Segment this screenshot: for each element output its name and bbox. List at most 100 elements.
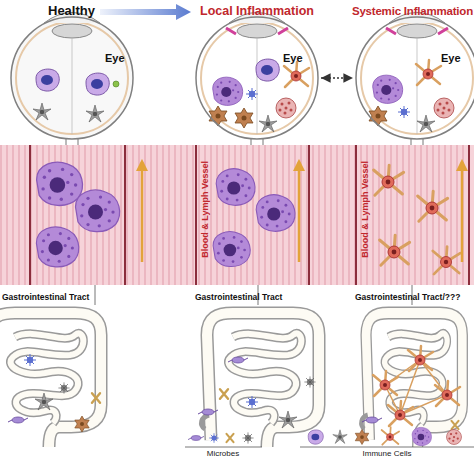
eye-cells [86, 73, 109, 95]
eye-drawing [356, 17, 474, 139]
vessel-cells [36, 227, 78, 267]
gut-contents [435, 381, 460, 406]
eye-cells [235, 108, 253, 128]
eye-node: Eye [10, 16, 134, 140]
eye-cells [213, 77, 243, 105]
gut-node: Gastrointestinal Tract [190, 293, 340, 443]
eye-cells [373, 75, 403, 103]
vessel-cells [37, 162, 83, 205]
flow-arrow [141, 162, 144, 262]
vessel-label: Blood & Lymph Vessel [361, 161, 371, 258]
gut-contents [8, 346, 460, 432]
eye-cells [276, 98, 296, 118]
illustration [0, 313, 101, 447]
eye-cells [113, 81, 119, 87]
vessel-cells [418, 191, 448, 221]
gut-node: Gastrointestinal Tract [2, 293, 150, 443]
connector-lines [66, 138, 423, 305]
legend-icons [185, 447, 262, 448]
organ-label: Gastrointestinal Tract [195, 293, 282, 302]
gut-contents [58, 382, 69, 393]
gut-contents [8, 417, 28, 423]
illustration [361, 313, 462, 447]
eye-drawing [16, 22, 128, 134]
vessel-cells [213, 232, 250, 267]
gut-contents [408, 346, 433, 371]
legend-entry: Microbes [207, 450, 239, 459]
eye-outline [195, 16, 319, 140]
legend-icons [227, 434, 234, 442]
gut-contents [304, 376, 315, 387]
vessel-band [0, 145, 474, 285]
vessel-band [124, 145, 126, 285]
organ-label: Gastrointestinal Tract/??? [355, 293, 460, 302]
eye-circle [11, 17, 133, 139]
eye-drawing [226, 28, 288, 34]
eye-cells [209, 106, 227, 126]
eye-cells [246, 88, 258, 100]
legend-text: Microbes [207, 449, 239, 458]
eye-outline [10, 16, 134, 140]
legend-icons [300, 447, 474, 448]
vessel-cells [374, 165, 404, 195]
vessel-cells [216, 169, 255, 206]
legend-icons [209, 433, 219, 443]
legend-icons [242, 432, 253, 443]
gut-contents [228, 357, 248, 363]
eye-node: Eye [355, 16, 474, 140]
eye-drawing [52, 24, 92, 38]
gut-contents [279, 411, 297, 428]
gut-contents [246, 396, 258, 408]
eye-drawing [397, 24, 437, 38]
gut-contents [92, 393, 100, 403]
eye-circle [196, 17, 318, 139]
eye-drawing [201, 22, 313, 134]
flow-arrow [142, 162, 462, 262]
eye-drawing [196, 17, 318, 139]
eye-cells [36, 69, 59, 91]
legend-icons [355, 430, 369, 445]
vessel-cells [76, 190, 120, 232]
organ-label: Gastrointestinal Tract [2, 293, 89, 302]
vessel-band [29, 145, 31, 285]
vessel-cells [36, 162, 460, 274]
eye-node: Eye [195, 16, 319, 140]
flow-arrow [298, 162, 301, 262]
eye-label: Eye [441, 52, 461, 64]
legend-icons [333, 430, 347, 444]
legend-icons [185, 427, 474, 447]
eye-cells [86, 105, 104, 122]
stage-heading: Local Inflammation [200, 5, 314, 19]
eye-label: Eye [105, 52, 125, 64]
legend-text: Immune Cells [363, 449, 412, 458]
legend-icons [382, 427, 400, 445]
gut-contents [24, 354, 36, 366]
vessel-band [0, 145, 474, 285]
eye-drawing [237, 24, 277, 38]
eye-cells [398, 106, 410, 118]
connector-lines [95, 285, 96, 305]
gut-contents [75, 416, 89, 432]
eye-cells [33, 103, 51, 120]
vessel-label: Blood & Lymph Vessel [201, 161, 211, 258]
eye-cells [33, 59, 454, 132]
gut-contents [198, 409, 218, 415]
eye-drawing [361, 22, 473, 134]
legend-icons [188, 436, 204, 441]
gut-contents [373, 371, 398, 396]
illustration [202, 313, 319, 447]
eye-drawing [386, 28, 448, 34]
stage-heading: Healthy [48, 4, 95, 18]
eye-cells [434, 98, 454, 118]
gut-contents [452, 421, 459, 429]
eye-outline [355, 16, 474, 140]
eye-cells [417, 115, 435, 132]
eye-drawing [11, 13, 474, 140]
flow-arrow [461, 162, 464, 262]
